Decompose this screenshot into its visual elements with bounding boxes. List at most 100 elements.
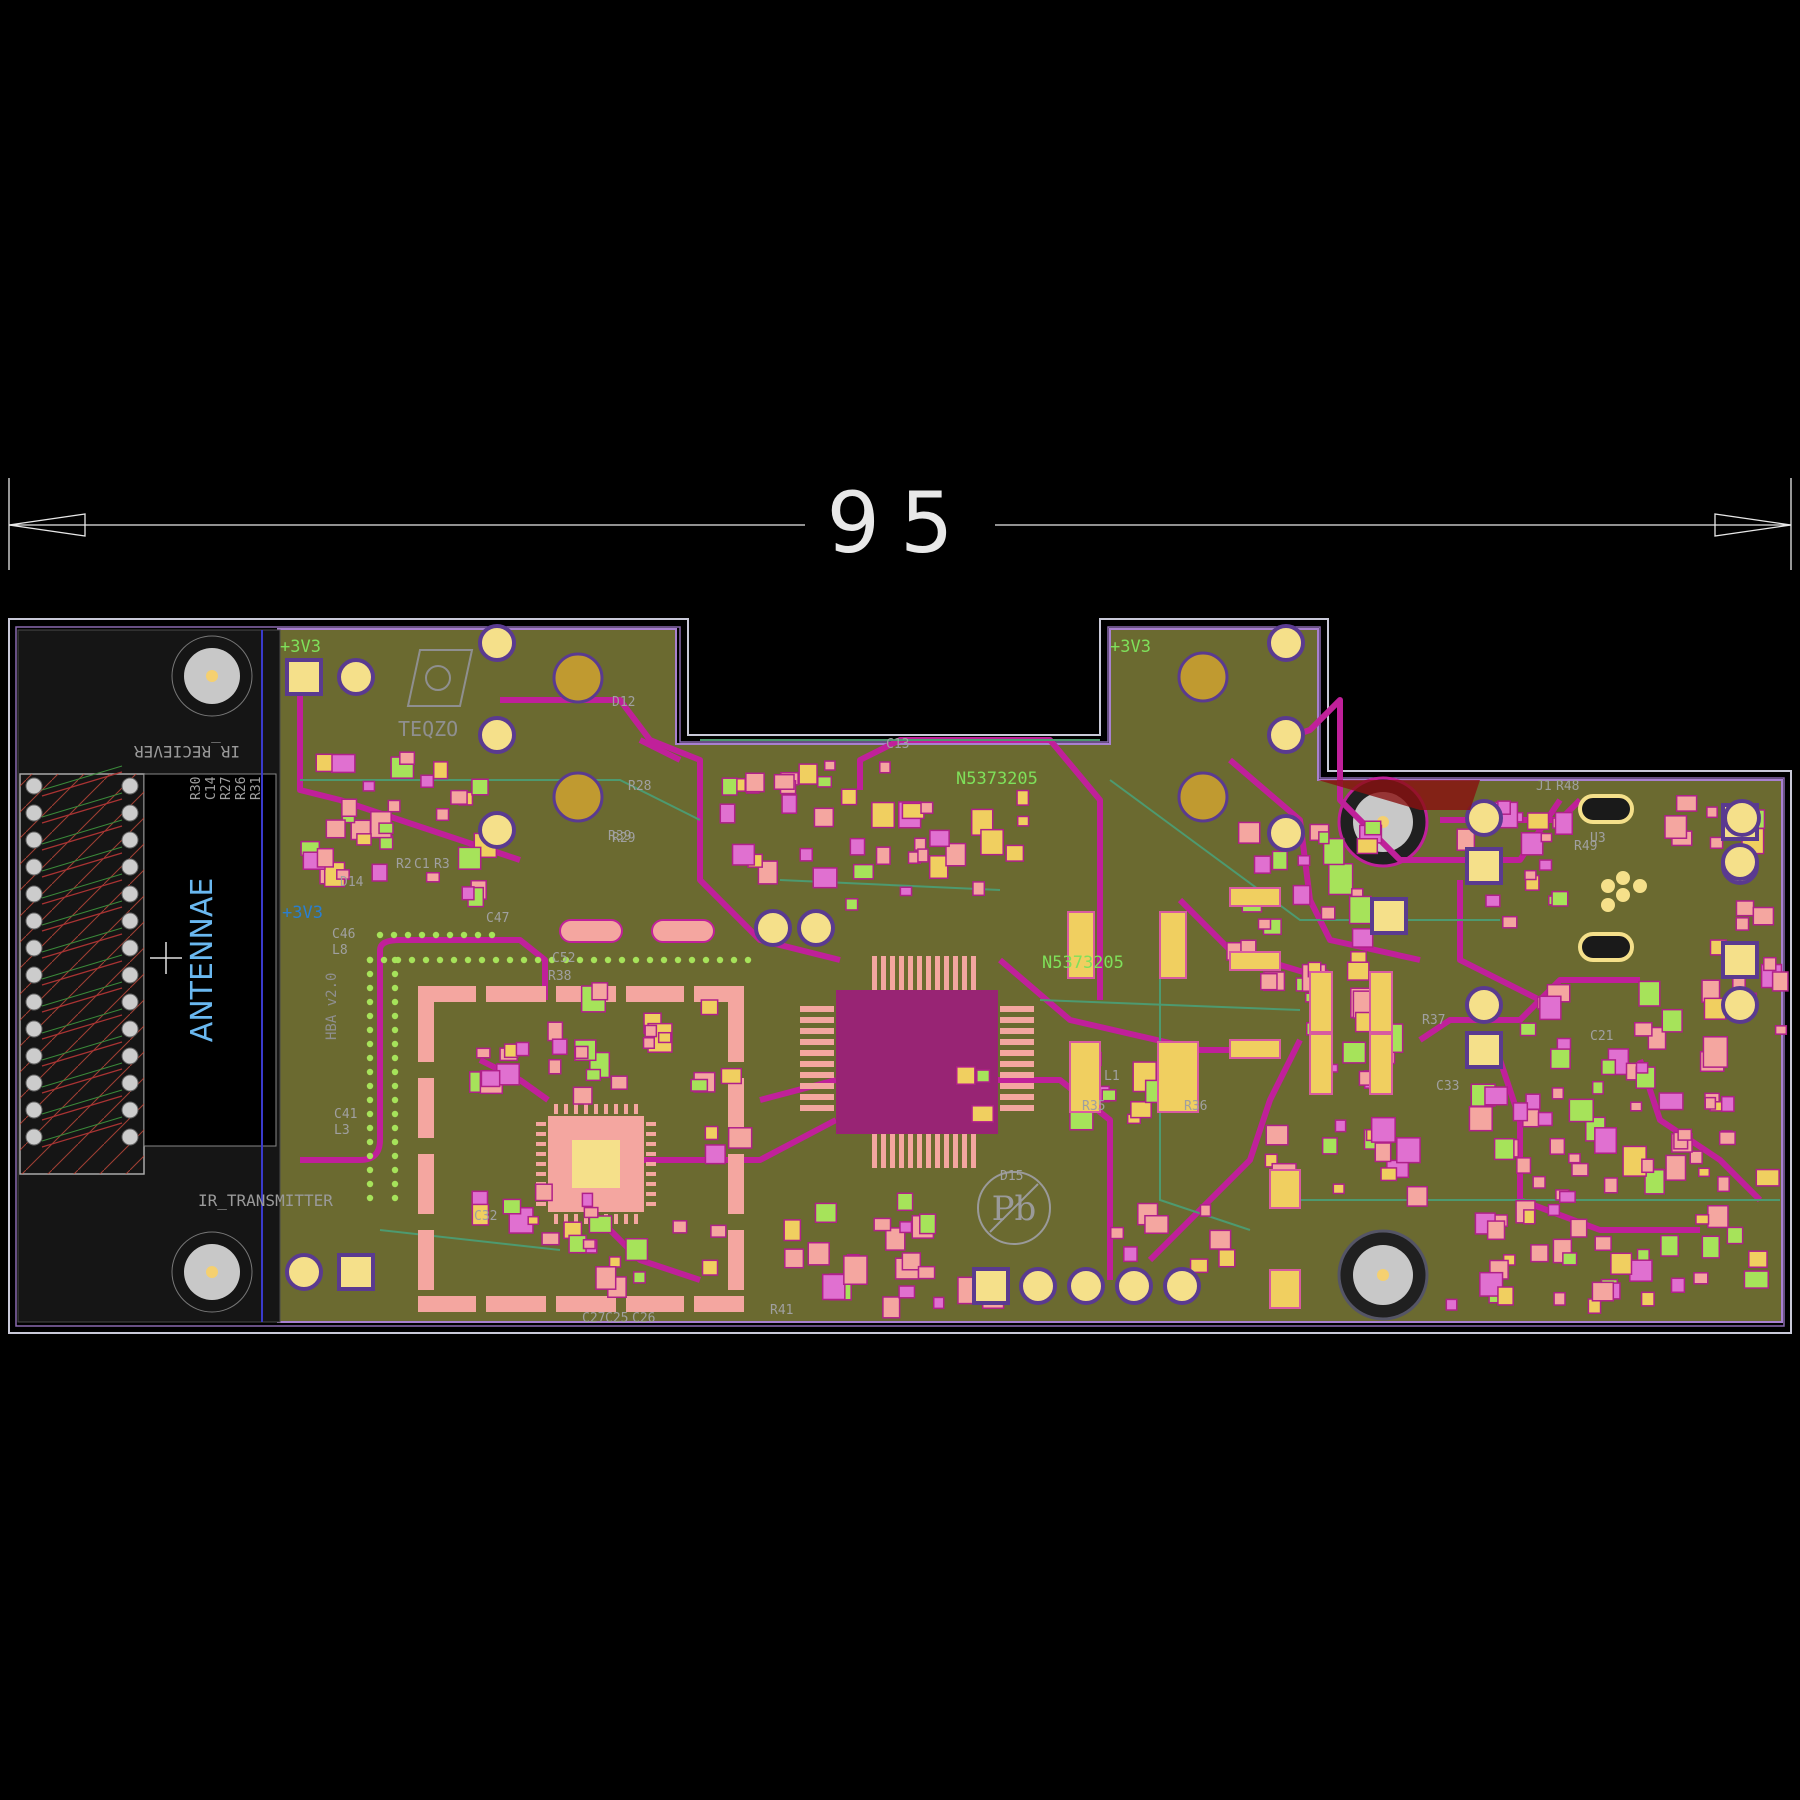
qfn-pin (646, 1162, 656, 1166)
smd-pad (1370, 1116, 1396, 1143)
mcu-pin (881, 1134, 886, 1168)
refdes-label: L1 (1104, 1069, 1120, 1084)
refdes-label: C46 (332, 927, 355, 942)
smd-pad (1445, 1298, 1458, 1311)
smd-pad (1321, 1137, 1338, 1155)
smd-pad (1484, 1086, 1509, 1106)
dimension-arrow-icon (1714, 513, 1792, 537)
smd-pad (1130, 1101, 1152, 1119)
refdes-label: R39 (608, 829, 631, 844)
smd-pad (515, 1041, 530, 1057)
smd-pad (541, 1232, 560, 1246)
smd-pad (710, 1224, 727, 1238)
smd-pad (1644, 1169, 1665, 1195)
mcu-pin (800, 1050, 834, 1056)
th-pad (1267, 814, 1305, 852)
refdes-label: R26 (234, 777, 249, 800)
mcu-pin (800, 1061, 834, 1067)
smd-pad (1356, 838, 1379, 855)
refdes-label: C41 (334, 1107, 357, 1122)
th-pad (797, 909, 835, 947)
refdes-label: J1 (1536, 779, 1552, 794)
smd-pad (1550, 1048, 1571, 1070)
smd-pad (898, 1285, 916, 1299)
smd-pad (812, 867, 838, 889)
antenna-trace (41, 1008, 123, 1034)
qfn-pin (624, 1104, 628, 1114)
smd-pad (928, 855, 949, 880)
antenna-label: ANTENNAE (185, 878, 220, 1043)
th-pad (1267, 716, 1305, 754)
qfn-pin (554, 1104, 558, 1114)
antenna-pad (121, 1128, 139, 1146)
inner-layer-trace (1109, 779, 1500, 921)
antenna-pad (121, 777, 139, 795)
board-revision: HBA v2.0 (324, 973, 340, 1040)
smd-pad (1551, 1087, 1565, 1100)
smd-pad (1110, 1226, 1125, 1240)
smd-pad (1322, 837, 1345, 866)
antenna-trace (41, 852, 123, 878)
fence-via (376, 931, 384, 939)
th-pad (478, 811, 516, 849)
copper-trace (638, 737, 682, 763)
fence-via (404, 931, 412, 939)
qfn-pin (536, 1122, 546, 1126)
smd-pad (1594, 1127, 1618, 1154)
antenna-pad (25, 939, 43, 957)
fence-via (391, 956, 399, 964)
antenna-trace (41, 819, 123, 845)
fence-via (366, 1054, 374, 1062)
smd-pad (773, 773, 795, 790)
keepout-zone (1318, 780, 1480, 810)
smd-pad (1264, 1153, 1278, 1168)
fence-via (632, 956, 640, 964)
copper-trace (297, 672, 521, 863)
copper-trace (1457, 880, 1542, 1003)
smd-pad (757, 860, 779, 885)
smd-pad (341, 798, 358, 818)
smd-pad (1629, 1101, 1643, 1112)
smd-pad (471, 778, 489, 796)
fence-via (366, 1082, 374, 1090)
smd-pad (1693, 1272, 1709, 1285)
smd-pad (704, 1144, 726, 1165)
mcu-pin (899, 956, 904, 990)
fence-via (391, 1068, 399, 1076)
smd-pad (610, 1075, 628, 1090)
mcu-pin (800, 1017, 834, 1023)
qfn-pin (536, 1172, 546, 1176)
th-pad (1163, 1267, 1201, 1305)
refdes-label: L3 (334, 1123, 350, 1138)
mcu-pin (800, 1094, 834, 1100)
smd-pad (799, 847, 814, 862)
smd-pad (1374, 1142, 1392, 1163)
qfn-pin (564, 1214, 568, 1224)
antenna-pad (121, 1020, 139, 1038)
ir-receiver-label: IR_RECIEVER (134, 742, 240, 761)
smd-pad (1123, 1246, 1138, 1263)
antenna-pad (121, 1047, 139, 1065)
th-pad (1721, 986, 1759, 1024)
smd-pad (1638, 980, 1661, 1007)
fence-via (474, 931, 482, 939)
antenna-pad (25, 966, 43, 984)
fence-via (562, 956, 570, 964)
smd-pad (873, 1217, 892, 1232)
smd-pad (1406, 1185, 1428, 1207)
smd-pad (1664, 815, 1688, 839)
passive-body (1067, 911, 1095, 979)
smd-pad (1396, 1137, 1421, 1164)
mcu-pin (926, 1134, 931, 1168)
smd-pad (1005, 844, 1025, 862)
th-pad-square (1721, 941, 1759, 979)
smd-pad (1297, 855, 1311, 867)
smd-pad (1364, 820, 1382, 836)
passive-body (1269, 1169, 1301, 1209)
qfn-pin (536, 1142, 546, 1146)
mcu-pin (800, 1105, 834, 1111)
fence-via (366, 1012, 374, 1020)
th-pad (285, 1253, 323, 1291)
th-pad (552, 771, 604, 823)
logo-text: TEQZO (398, 717, 458, 741)
